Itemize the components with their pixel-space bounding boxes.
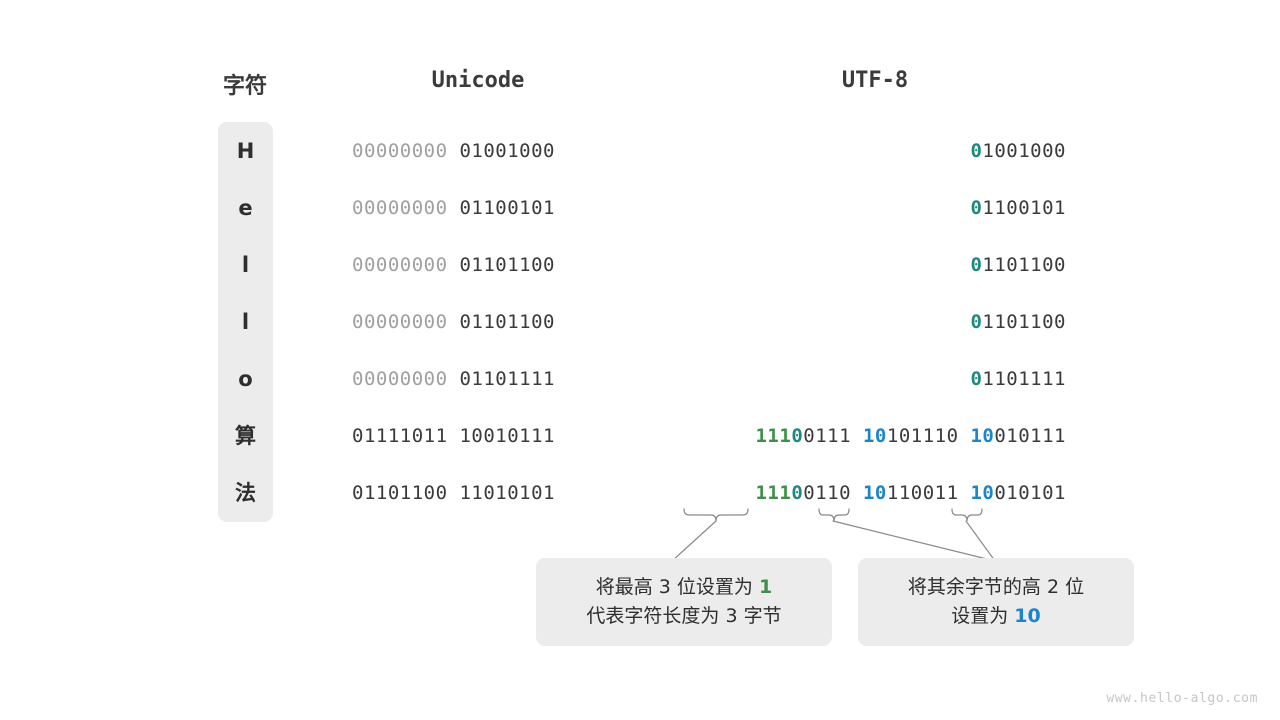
- utf8-byte: 01101111: [970, 368, 1066, 390]
- utf8-byte-payload: 010111: [994, 425, 1066, 447]
- utf8-byte-prefix: 10: [862, 425, 887, 447]
- utf8-byte: 01100101: [970, 197, 1066, 219]
- column-header-utf8: UTF-8: [841, 68, 909, 93]
- utf8-byte: 11100111: [755, 425, 851, 447]
- utf8-byte-prefix: 10: [970, 482, 995, 504]
- unicode-byte-low: 10010111: [459, 425, 555, 447]
- character-cell: 法: [235, 481, 256, 505]
- brace-leading-bits: [683, 508, 749, 522]
- utf8-cell: 01001000: [970, 139, 1066, 163]
- note-left-line-2: 代表字符长度为 3 字节: [586, 605, 782, 627]
- note-right-line-2: 设置为 10: [951, 602, 1041, 631]
- utf8-byte: 11100110: [755, 482, 851, 504]
- note-left-highlight: 1: [758, 575, 773, 598]
- column-header-unicode: Unicode: [431, 68, 525, 93]
- utf8-byte-payload: 101110: [886, 425, 959, 447]
- character-cell: o: [238, 367, 253, 391]
- utf8-byte: 10010101: [970, 482, 1066, 504]
- utf8-cell: 11100110 10110011 10010101: [755, 481, 1066, 505]
- character-cell: H: [236, 139, 255, 163]
- utf8-byte: 01101100: [970, 311, 1066, 333]
- unicode-byte-low: 01101111: [459, 368, 555, 390]
- unicode-byte-low: 01100101: [459, 197, 555, 219]
- utf8-byte: 01001000: [970, 140, 1066, 162]
- note-continuation-bits: 将其余字节的高 2 位 设置为 10: [858, 558, 1134, 646]
- utf8-cell: 11100111 10101110 10010111: [755, 424, 1066, 448]
- unicode-byte-high: 01111011: [352, 425, 448, 447]
- utf8-byte-payload: 010101: [994, 482, 1066, 504]
- unicode-byte-low: 01001000: [459, 140, 555, 162]
- utf8-cell: 01101111: [970, 367, 1066, 391]
- unicode-byte-high: 00000000: [352, 368, 448, 390]
- utf8-byte-payload: 1101111: [982, 368, 1066, 390]
- unicode-cell: 01111011 10010111: [352, 424, 555, 448]
- unicode-cell: 01101100 11010101: [352, 481, 555, 505]
- utf8-byte-payload: 110011: [886, 482, 959, 504]
- unicode-byte-high: 01101100: [352, 482, 448, 504]
- utf8-byte: 01101100: [970, 254, 1066, 276]
- utf8-byte: 10010111: [970, 425, 1066, 447]
- utf8-byte-prefix: 0: [970, 311, 983, 333]
- character-column-panel: [218, 122, 273, 522]
- utf8-byte-prefix: 0: [970, 254, 983, 276]
- unicode-cell: 00000000 01001000: [352, 139, 555, 163]
- utf8-byte-prefix-terminator: 0: [791, 425, 804, 447]
- utf8-byte: 10110011: [863, 482, 959, 504]
- unicode-cell: 00000000 01101100: [352, 253, 555, 277]
- unicode-cell: 00000000 01101111: [352, 367, 555, 391]
- leader-line-right-b: [965, 520, 996, 562]
- utf8-byte-prefix: 0: [970, 140, 983, 162]
- watermark: www.hello-algo.com: [1106, 691, 1258, 706]
- utf8-byte-payload: 0110: [803, 482, 852, 504]
- note-right-line-1: 将其余字节的高 2 位: [907, 575, 1085, 598]
- unicode-byte-high: 00000000: [352, 254, 448, 276]
- utf8-byte-prefix: 111: [755, 482, 792, 504]
- note-right-line-2-text: 设置为: [951, 605, 1015, 627]
- utf8-byte-payload: 1101100: [982, 311, 1066, 333]
- brace-continuation-2: [951, 508, 983, 522]
- unicode-byte-low: 01101100: [459, 311, 555, 333]
- utf8-byte-prefix: 10: [862, 482, 887, 504]
- utf8-byte-prefix-terminator: 0: [791, 482, 804, 504]
- character-cell: l: [241, 253, 250, 277]
- note-right-highlight: 10: [1014, 605, 1041, 627]
- unicode-byte-low: 01101100: [459, 254, 555, 276]
- character-cell: l: [241, 310, 250, 334]
- utf8-byte-prefix: 10: [970, 425, 995, 447]
- character-cell: 算: [235, 424, 256, 448]
- unicode-cell: 00000000 01101100: [352, 310, 555, 334]
- utf8-byte-payload: 1101100: [982, 254, 1066, 276]
- utf8-byte-payload: 0111: [803, 425, 852, 447]
- column-header-character: 字符: [222, 74, 268, 99]
- utf8-byte: 10101110: [863, 425, 959, 447]
- utf8-byte-prefix: 111: [755, 425, 792, 447]
- unicode-byte-high: 00000000: [352, 197, 448, 219]
- leader-line-right-a: [832, 520, 996, 562]
- leader-line-left: [671, 520, 717, 562]
- utf8-cell: 01101100: [970, 310, 1066, 334]
- utf8-cell: 01100101: [970, 196, 1066, 220]
- note-left-line-1: 将最高 3 位设置为 1: [596, 573, 772, 602]
- utf8-byte-prefix: 0: [970, 368, 983, 390]
- note-left-line-1-text: 将最高 3 位设置为: [595, 575, 759, 598]
- note-leading-bits: 将最高 3 位设置为 1 代表字符长度为 3 字节: [536, 558, 832, 646]
- unicode-cell: 00000000 01100101: [352, 196, 555, 220]
- unicode-byte-low: 11010101: [459, 482, 555, 504]
- brace-continuation-1: [818, 508, 850, 522]
- utf8-cell: 01101100: [970, 253, 1066, 277]
- character-cell: e: [238, 196, 253, 220]
- unicode-byte-high: 00000000: [352, 311, 448, 333]
- utf8-byte-prefix: 0: [970, 197, 983, 219]
- unicode-byte-high: 00000000: [352, 140, 448, 162]
- utf8-byte-payload: 1001000: [982, 140, 1066, 162]
- utf8-byte-payload: 1100101: [982, 197, 1066, 219]
